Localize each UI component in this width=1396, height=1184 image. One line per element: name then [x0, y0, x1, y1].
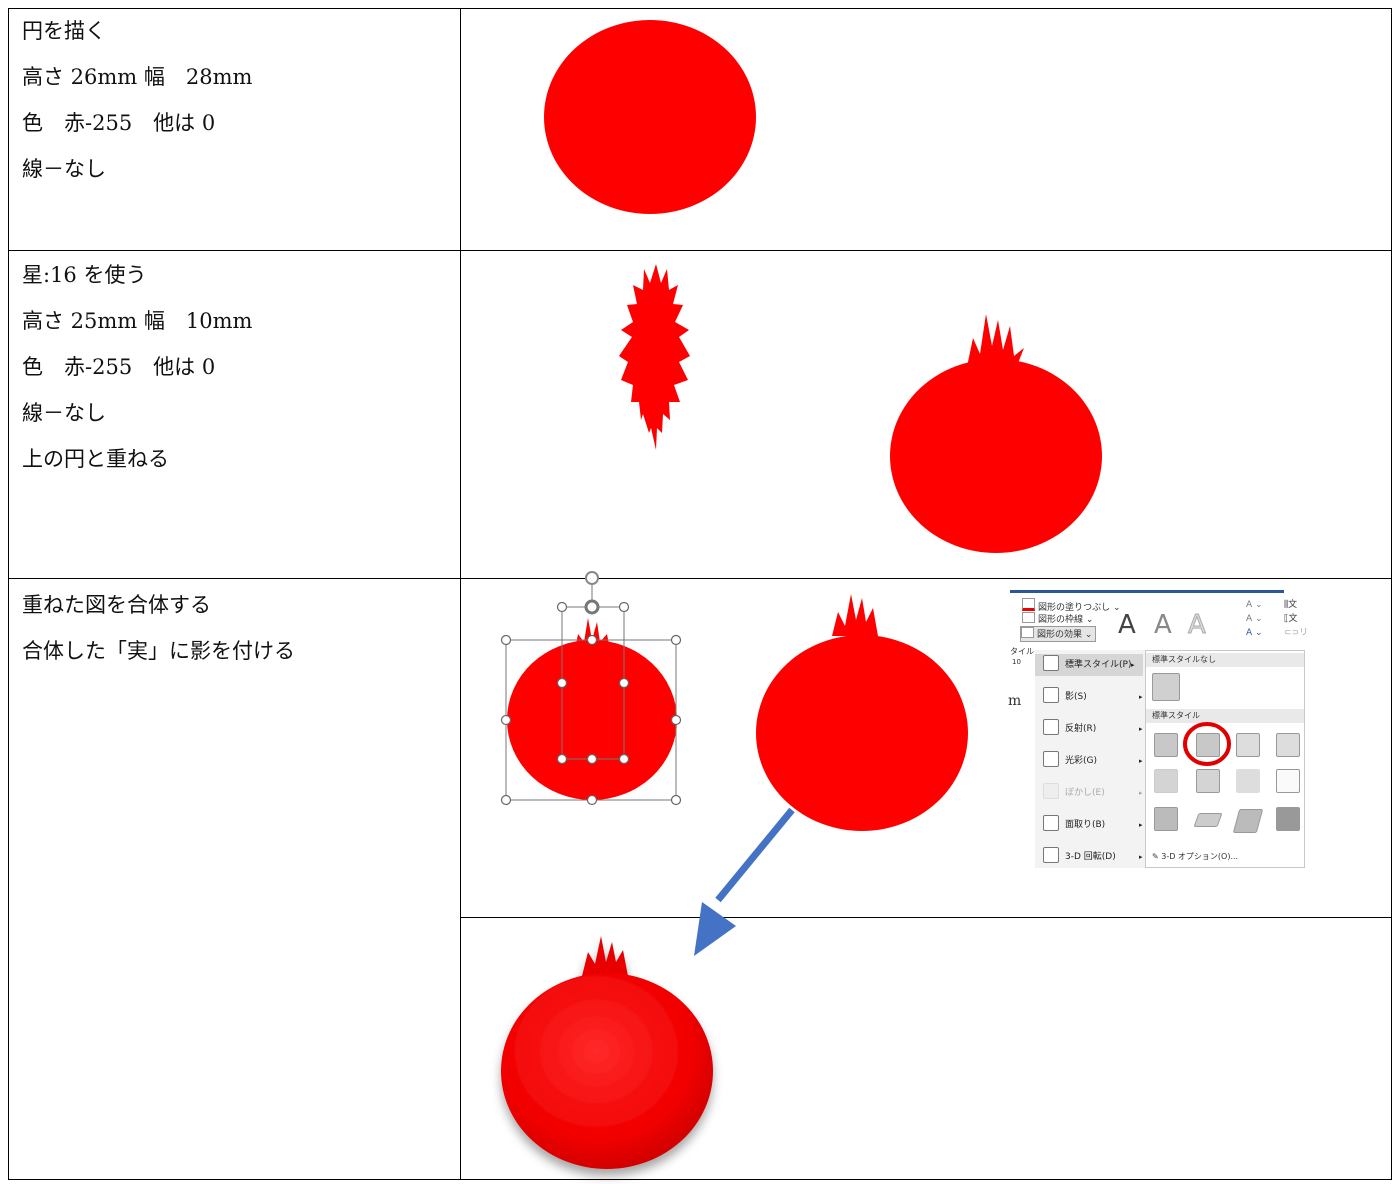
- text-outline-button[interactable]: A ⌄: [1246, 614, 1263, 624]
- preset-swatch[interactable]: [1154, 769, 1178, 793]
- submenu-arrow-icon: ▸: [1139, 757, 1143, 765]
- outline-pen-icon: [1022, 612, 1035, 623]
- preset-swatch[interactable]: [1276, 807, 1300, 831]
- preset-swatch[interactable]: [1236, 769, 1260, 793]
- preset-swatch[interactable]: [1154, 807, 1178, 831]
- text-line: 重ねた図を合体する: [22, 593, 211, 617]
- instruction-table: [8, 8, 1392, 1180]
- text-direction-button[interactable]: ⫼文: [1284, 600, 1298, 610]
- menu-item-label: 反射(R): [1065, 724, 1097, 734]
- ruler-mark: 10: [1012, 658, 1021, 666]
- step-1-text: 円を描く 高さ 26mm 幅 28mm 色 赤-255 他は 0 線－なし: [22, 10, 252, 194]
- text-effects-button[interactable]: A ⌄: [1246, 628, 1263, 638]
- menu-item-bevel[interactable]: 面取り(B) ▸: [1043, 814, 1143, 836]
- reflection-icon: [1043, 719, 1059, 735]
- shape-outline-label: 図形の枠線: [1038, 615, 1084, 625]
- align-text-button[interactable]: ⟦文: [1284, 614, 1298, 624]
- column-divider: [460, 8, 461, 1180]
- text-line: 線－なし: [22, 157, 106, 181]
- 3d-options-icon: ✎: [1152, 852, 1162, 861]
- wordart-style-2[interactable]: A: [1154, 610, 1172, 640]
- shape-fill-label: 図形の塗りつぶし: [1038, 603, 1111, 613]
- row-divider: [8, 578, 1392, 579]
- style-label-partial: タイル: [1010, 647, 1034, 656]
- preset-none-swatch[interactable]: [1152, 673, 1180, 701]
- 3d-options-link[interactable]: ✎ 3-D オプション(O)...: [1152, 851, 1238, 862]
- presets-heading: 標準スタイル: [1146, 709, 1304, 723]
- shape-outline-button[interactable]: 図形の枠線 ⌄: [1022, 612, 1093, 626]
- shadow-icon: [1043, 687, 1059, 703]
- text-line: 高さ 26mm 幅 28mm: [22, 65, 253, 89]
- preset-swatch-selected[interactable]: [1196, 733, 1220, 757]
- shape-effects-button[interactable]: 図形の効果 ⌄: [1020, 626, 1097, 642]
- shape-fill-button[interactable]: 図形の塗りつぶし ⌄: [1022, 598, 1121, 613]
- preset-swatch[interactable]: [1276, 733, 1300, 757]
- text-line: 色 赤-255 他は 0: [22, 355, 216, 379]
- preset-swatch[interactable]: [1232, 809, 1264, 833]
- row-divider: [460, 917, 1392, 918]
- shape-effects-menu-screenshot: 図形の塗りつぶし ⌄ 図形の枠線 ⌄ 図形の効果 ⌄ タイル 10 30 m A…: [1008, 590, 1309, 868]
- document-text-fragment: m: [1008, 693, 1022, 709]
- submenu-arrow-icon: ▸: [1139, 853, 1143, 861]
- text-line: 円を描く: [22, 19, 106, 43]
- submenu-arrow-icon: ▸: [1139, 789, 1143, 797]
- effects-dropdown-menu: 標準スタイル(P)▸ 影(S)▸ 反射(R)▸ 光彩(G)▸ ぼかし(E)▸ 面…: [1035, 650, 1146, 868]
- menu-item-glow[interactable]: 光彩(G) ▸: [1043, 750, 1143, 772]
- bevel-icon: [1043, 815, 1059, 831]
- text-fill-button[interactable]: A ⌄: [1246, 600, 1263, 610]
- menu-item-label: 光彩(G): [1065, 756, 1097, 766]
- menu-item-shadow[interactable]: 影(S) ▸: [1043, 686, 1143, 708]
- glow-icon: [1043, 751, 1059, 767]
- text-outline-letter: A: [1246, 614, 1253, 624]
- text-line: 上の円と重ねる: [22, 447, 169, 471]
- preset-swatch[interactable]: [1193, 813, 1223, 827]
- soft-edges-icon: [1043, 783, 1059, 799]
- wordart-style-1[interactable]: A: [1118, 610, 1136, 640]
- menu-item-preset[interactable]: 標準スタイル(P)▸: [1035, 654, 1143, 676]
- text-line: 合体した「実」に影を付ける: [22, 639, 295, 663]
- fill-bucket-icon: [1022, 598, 1035, 611]
- no-preset-heading: 標準スタイルなし: [1146, 653, 1304, 667]
- menu-item-3d-rotation[interactable]: 3-D 回転(D) ▸: [1043, 846, 1143, 868]
- 3d-options-label: 3-D オプション(O)...: [1161, 852, 1239, 861]
- menu-item-label: ぼかし(E): [1065, 788, 1105, 798]
- menu-item-label: 標準スタイル(P): [1065, 660, 1132, 670]
- text-line: 色 赤-255 他は 0: [22, 111, 216, 135]
- step-3-text: 重ねた図を合体する 合体した「実」に影を付ける: [22, 584, 295, 676]
- menu-item-label: 面取り(B): [1065, 820, 1106, 830]
- side-label: リ: [1299, 628, 1309, 638]
- preset-swatch[interactable]: [1236, 733, 1260, 757]
- menu-item-label: 3-D 回転(D): [1065, 852, 1116, 862]
- step-2-text: 星:16 を使う 高さ 25mm 幅 10mm 色 赤-255 他は 0 線－な…: [22, 254, 252, 484]
- menu-item-reflection[interactable]: 反射(R) ▸: [1043, 718, 1143, 740]
- link-button[interactable]: ⊂⊃リ: [1284, 628, 1309, 638]
- preset-icon: [1043, 655, 1059, 671]
- preset-swatch[interactable]: [1154, 733, 1178, 757]
- side-label: 文: [1288, 600, 1298, 610]
- preset-swatch[interactable]: [1276, 769, 1300, 793]
- text-line: 星:16 を使う: [22, 263, 147, 287]
- text-line: 高さ 25mm 幅 10mm: [22, 309, 253, 333]
- text-line: 線－なし: [22, 401, 106, 425]
- shape-effects-label: 図形の効果: [1037, 630, 1083, 640]
- submenu-arrow-icon: ▸: [1139, 725, 1143, 733]
- effects-icon: [1021, 627, 1034, 638]
- menu-item-soft-edges[interactable]: ぼかし(E) ▸: [1043, 782, 1143, 804]
- submenu-arrow-icon: ▸: [1139, 693, 1143, 701]
- row-divider: [8, 250, 1392, 251]
- text-fill-letter: A: [1246, 600, 1253, 610]
- preset-swatch[interactable]: [1196, 769, 1220, 793]
- text-effects-letter: A: [1246, 628, 1253, 638]
- ribbon-accent-bar: [1010, 590, 1284, 593]
- submenu-arrow-icon: ▸: [1139, 821, 1143, 829]
- submenu-arrow-icon: ▸: [1131, 661, 1135, 669]
- menu-item-label: 影(S): [1065, 692, 1087, 702]
- 3d-rotation-icon: [1043, 847, 1059, 863]
- side-label: 文: [1288, 614, 1298, 624]
- wordart-style-3[interactable]: A: [1188, 610, 1207, 641]
- preset-submenu: 標準スタイルなし 標準スタイル ✎ 3-D オプション(O)...: [1145, 650, 1305, 868]
